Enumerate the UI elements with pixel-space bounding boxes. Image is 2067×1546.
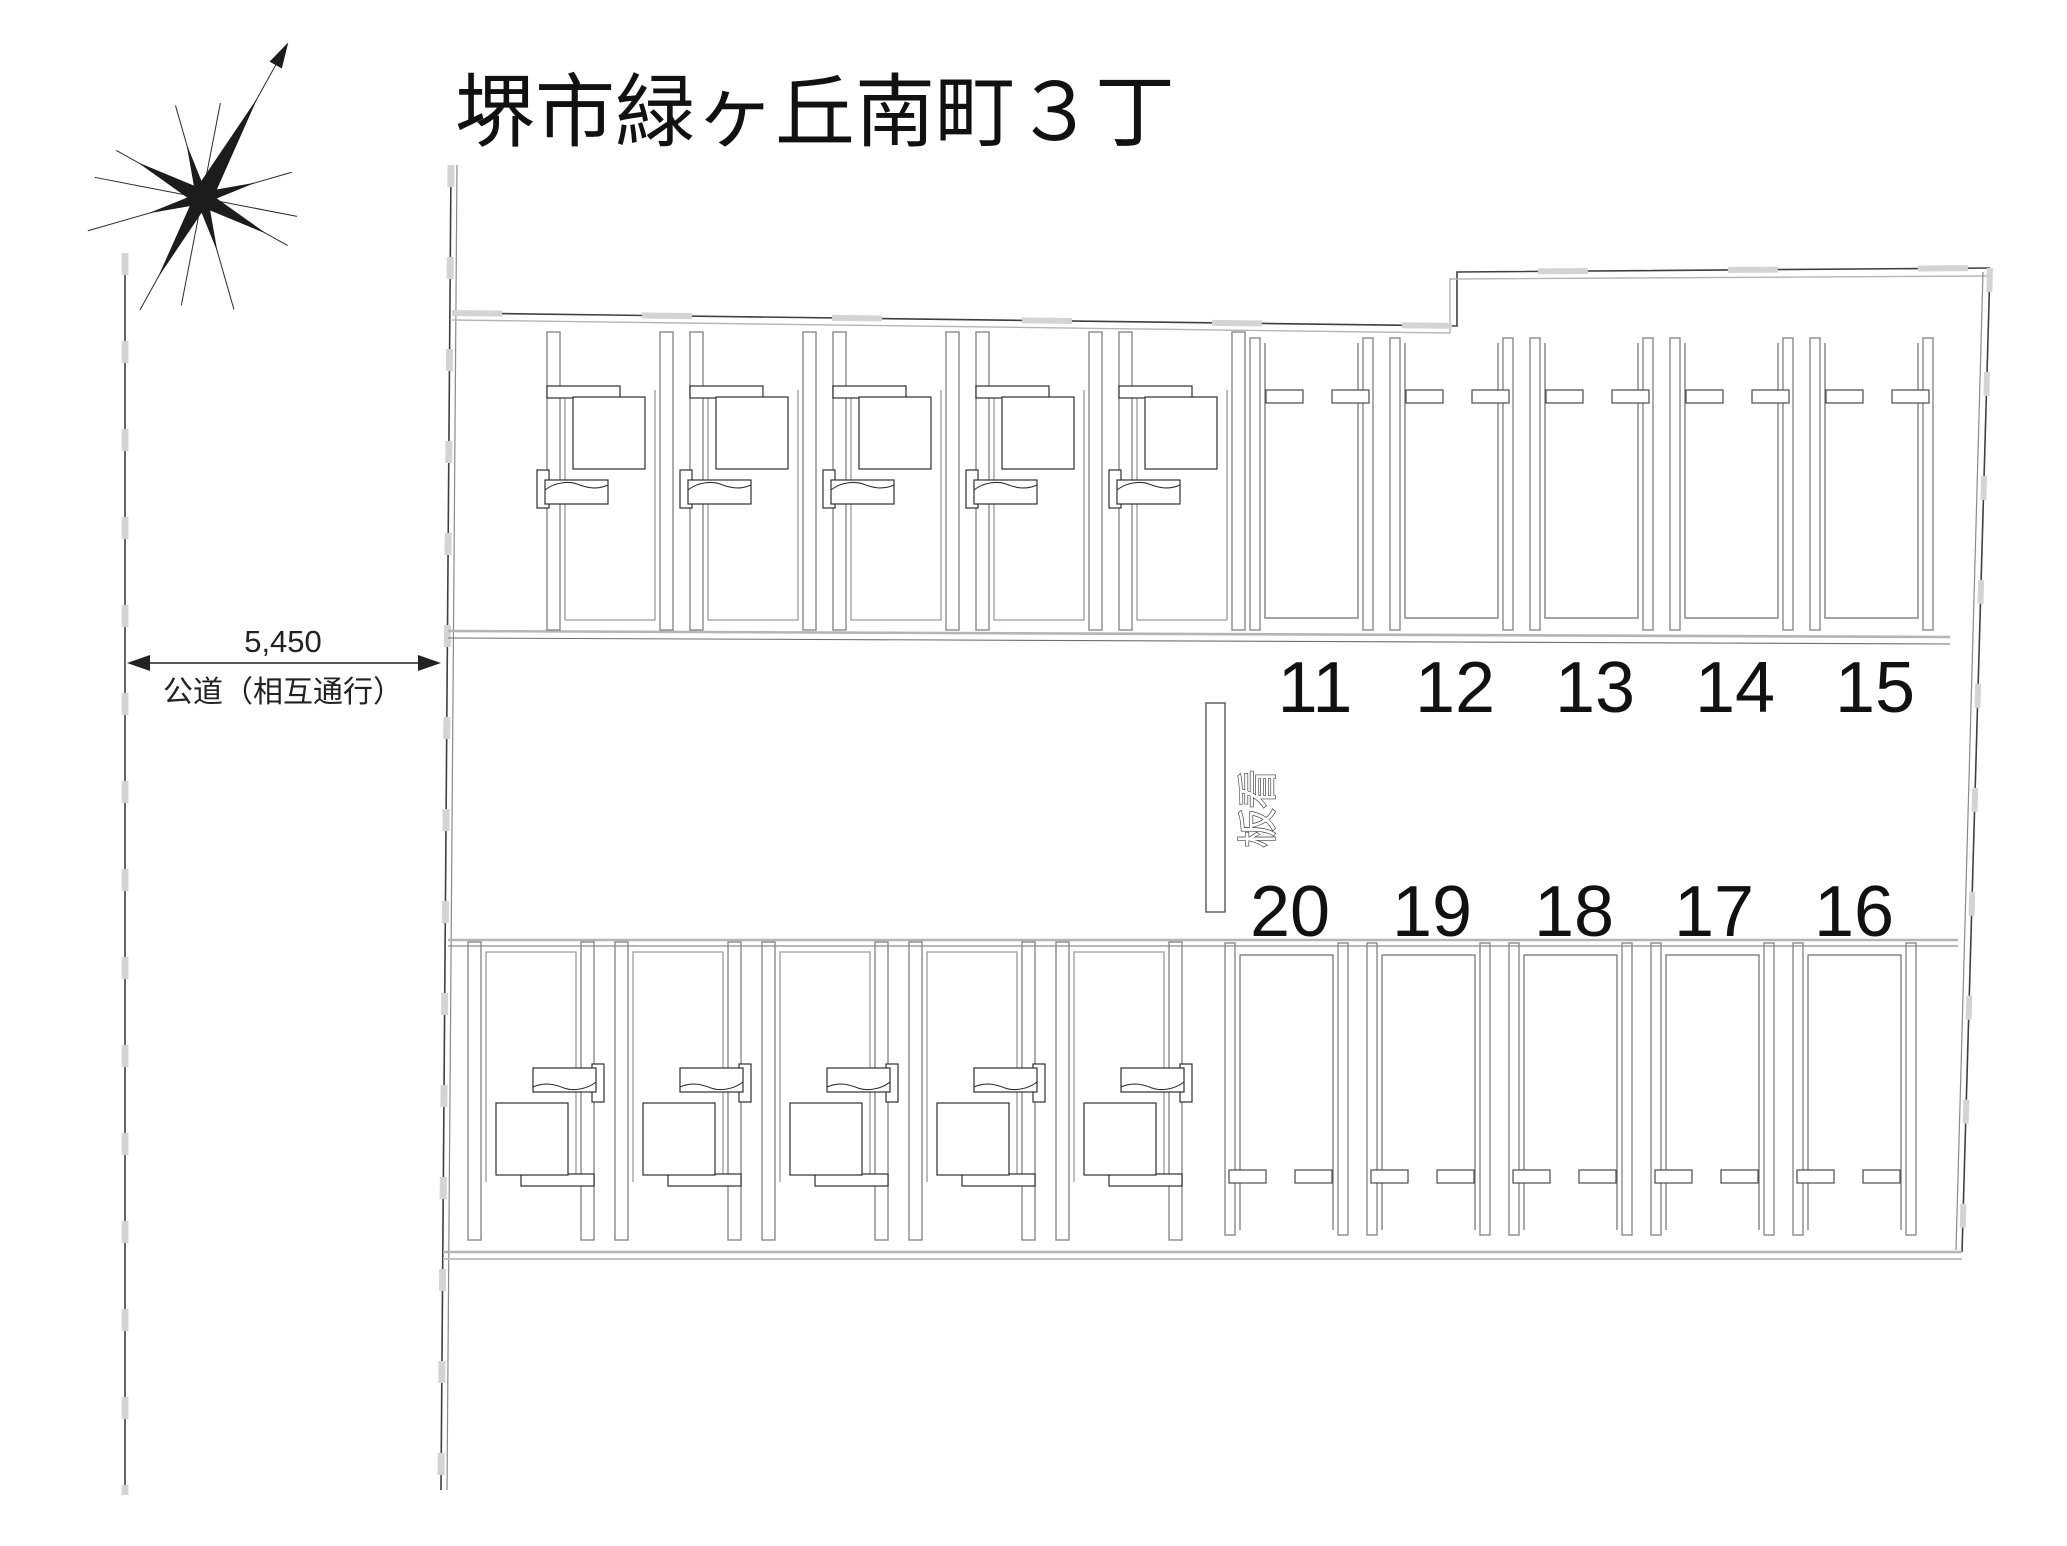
page-title: 堺市緑ヶ丘南町３丁 xyxy=(455,68,1175,157)
road-name-label: 公道（相互通行） xyxy=(163,676,403,709)
occupied-stall-1 xyxy=(467,941,605,1241)
dimension-arrow-right xyxy=(418,655,441,671)
parking-stall-18 xyxy=(1508,942,1633,1236)
parking-stall-11 xyxy=(1249,337,1374,631)
stall-number-20: 20 xyxy=(1250,872,1330,952)
road-width-value: 5,450 xyxy=(244,624,322,659)
occupied-stall-4 xyxy=(908,941,1046,1241)
signboard-label-char-2: 板 xyxy=(1237,808,1281,848)
stall-number-14: 14 xyxy=(1695,648,1775,728)
aisle-edge-top-row xyxy=(447,629,1951,639)
top-row-stall-numbers: 11 12 13 14 15 xyxy=(1278,648,1915,728)
top-row-occupied-stalls xyxy=(536,331,1246,631)
north-arrow-compass-icon xyxy=(87,42,298,311)
stall-number-12: 12 xyxy=(1415,648,1495,728)
occupied-stall-6 xyxy=(536,331,674,631)
dimension-arrow-left xyxy=(127,655,150,671)
road-width-dimension: 5,450 公道（相互通行） xyxy=(127,624,441,709)
bottom-row-stall-numbers: 20 19 18 17 16 xyxy=(1250,872,1894,952)
compass-north-spike xyxy=(200,97,258,198)
bottom-row-vacant-stalls xyxy=(1224,942,1917,1236)
occupied-stall-3 xyxy=(761,941,899,1241)
occupied-stall-5 xyxy=(1055,941,1193,1241)
stall-number-17: 17 xyxy=(1674,872,1754,952)
parking-stall-13 xyxy=(1529,337,1654,631)
stall-number-15: 15 xyxy=(1835,648,1915,728)
parking-stall-15 xyxy=(1809,337,1934,631)
signboard: 看 板 xyxy=(1205,702,1281,913)
bottom-row-occupied-stalls xyxy=(467,941,1193,1241)
parking-stall-19 xyxy=(1366,942,1491,1236)
stall-number-16: 16 xyxy=(1814,872,1894,952)
stall-number-19: 19 xyxy=(1392,872,1472,952)
top-row-vacant-stalls xyxy=(1249,337,1934,631)
stall-number-18: 18 xyxy=(1534,872,1614,952)
occupied-stall-2 xyxy=(614,941,752,1241)
occupied-stall-9 xyxy=(965,331,1103,631)
signboard-label-char-1: 看 xyxy=(1237,769,1281,809)
parking-stall-17 xyxy=(1650,942,1775,1236)
parking-stall-16 xyxy=(1792,942,1917,1236)
occupied-stall-10 xyxy=(1108,331,1246,631)
road-and-boundary-lines xyxy=(121,164,1993,1495)
stall-number-13: 13 xyxy=(1555,648,1635,728)
compass-arrowhead xyxy=(269,42,289,69)
parking-stall-12 xyxy=(1389,337,1514,631)
occupied-stall-8 xyxy=(822,331,960,631)
site-north-boundary xyxy=(451,267,1991,327)
site-east-boundary xyxy=(1961,267,1991,1253)
parking-stall-14 xyxy=(1669,337,1794,631)
occupied-stall-7 xyxy=(679,331,817,631)
stall-number-11: 11 xyxy=(1278,648,1353,728)
parking-stall-20 xyxy=(1224,942,1349,1236)
signboard-icon xyxy=(1205,702,1226,913)
